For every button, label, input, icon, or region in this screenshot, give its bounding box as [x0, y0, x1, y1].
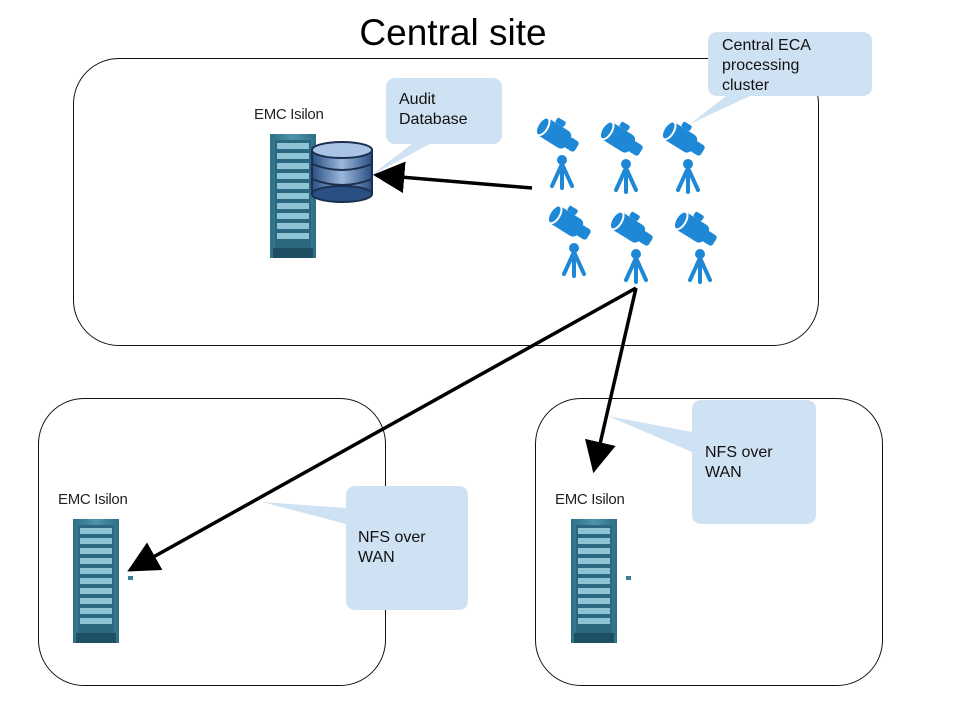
right-server-port-icon [626, 576, 631, 580]
callout-line: NFS over [705, 444, 773, 461]
left-server-label: EMC Isilon [58, 491, 128, 508]
left-server-rack-icon [73, 519, 119, 643]
cluster-callout-text: Central ECA processing cluster [722, 36, 811, 96]
cluster-callout [690, 32, 872, 124]
cluster-node-icon [543, 196, 600, 278]
central-server-rack-icon [270, 134, 316, 258]
audit-database-callout-text: Audit Database [399, 90, 468, 130]
callout-line: WAN [705, 464, 742, 481]
right-server-label: EMC Isilon [555, 491, 625, 508]
callout-line: Central ECA [722, 37, 811, 54]
right-server-rack-icon [571, 519, 617, 643]
cluster-node-icon [595, 112, 652, 194]
arrow-cluster-to-database [372, 161, 533, 194]
database-icon [311, 141, 373, 203]
central-server-label: EMC Isilon [254, 106, 324, 123]
right-nfs-callout [608, 400, 816, 524]
audit-database-callout [370, 78, 502, 176]
arrow-cluster-to-right-site [585, 287, 638, 474]
cluster-node-icon [657, 112, 714, 194]
diagram-title: Central site [359, 12, 547, 53]
cluster-node-icon [531, 108, 588, 190]
left-server-port-icon [128, 576, 133, 580]
cluster-node-icon [669, 202, 726, 284]
left-nfs-callout-text: NFS over WAN [358, 528, 426, 568]
callout-line: WAN [358, 549, 395, 566]
cluster-node-icon [605, 202, 662, 284]
arrow-cluster-to-left-site [127, 286, 637, 572]
callout-line: Audit [399, 91, 436, 108]
callout-line: processing [722, 57, 800, 74]
callout-line: cluster [722, 77, 770, 94]
callout-line: NFS over [358, 529, 426, 546]
callout-line: Database [399, 111, 468, 128]
left-nfs-callout [262, 486, 468, 610]
right-nfs-callout-text: NFS over WAN [705, 443, 773, 483]
